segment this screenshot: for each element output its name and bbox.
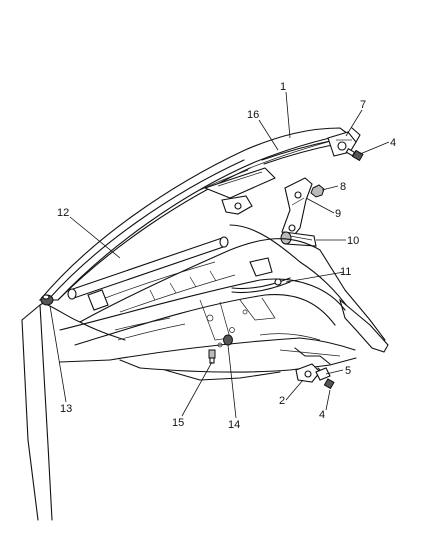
callout-8: 8 <box>340 181 346 193</box>
bolt-lower <box>323 378 335 390</box>
screw-15 <box>208 349 216 364</box>
callout-5: 5 <box>345 365 351 377</box>
hood-release-cable <box>231 277 291 294</box>
callout-labels: 1 16 7 4 8 9 10 11 12 13 14 15 5 2 4 <box>57 81 396 431</box>
grommet-14 <box>223 334 233 346</box>
hood-panel <box>38 127 350 301</box>
bolt-upper <box>345 148 364 162</box>
callout-11: 11 <box>340 266 351 278</box>
callout-16: 16 <box>247 109 259 121</box>
bumper-stop <box>40 294 54 306</box>
callout-15: 15 <box>172 417 184 429</box>
callout-7: 7 <box>360 99 366 111</box>
callout-13: 13 <box>60 403 72 415</box>
callout-14: 14 <box>228 419 240 431</box>
latch-striker <box>315 367 331 381</box>
hood-hinge-bracket <box>281 177 313 241</box>
hood-center-bracket <box>221 195 253 215</box>
leader-lines <box>49 91 390 419</box>
nut-8 <box>310 184 325 198</box>
callout-9: 9 <box>335 208 341 220</box>
callout-4-lower: 4 <box>319 409 325 421</box>
hood-lift-cylinder <box>280 231 317 247</box>
callout-2: 2 <box>279 395 285 407</box>
callout-4-upper: 4 <box>390 137 396 149</box>
callout-1: 1 <box>280 81 286 93</box>
callout-12: 12 <box>57 207 69 219</box>
callout-10: 10 <box>347 235 359 247</box>
engine-compartment <box>21 224 389 521</box>
weatherstrip-rod <box>67 236 229 300</box>
